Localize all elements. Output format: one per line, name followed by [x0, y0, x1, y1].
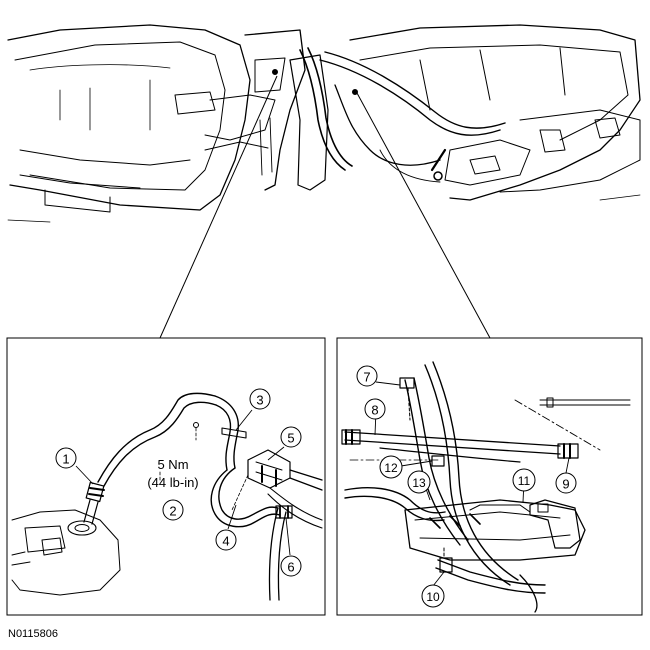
callout-4-label: 4	[222, 534, 229, 549]
callout-9-bubble	[555, 472, 577, 494]
callout-4-bubble	[215, 529, 237, 551]
callout-10-label: 10	[426, 590, 440, 604]
left-callout-leaders	[75, 409, 291, 556]
callout-6-bubble	[280, 555, 302, 577]
callout-6-label: 6	[287, 560, 294, 575]
callout-13-label: 13	[412, 476, 426, 490]
right-detail-panel	[336, 337, 643, 616]
callout-12-label: 12	[384, 461, 398, 475]
callout-2-bubble	[162, 499, 184, 521]
callout-8-label: 8	[371, 403, 378, 418]
callout-7-label: 7	[363, 370, 370, 385]
callout-8-bubble	[364, 398, 386, 420]
right-callout-leaders	[374, 381, 570, 587]
vehicle-underbody-overview	[7, 24, 641, 223]
left-detail-panel	[6, 337, 326, 616]
callout-10-bubble	[421, 584, 445, 608]
callout-5-bubble	[280, 426, 302, 448]
callout-5-label: 5	[287, 431, 294, 446]
detail-leader-lines	[159, 75, 491, 339]
callout-2-label: 2	[169, 504, 176, 519]
callout-3-bubble	[249, 388, 271, 410]
right-detail-illustration	[341, 361, 631, 613]
callout-7-bubble	[356, 365, 378, 387]
callout-1-bubble	[55, 447, 77, 469]
callout-13-bubble	[407, 470, 431, 494]
figure-id: N0115806	[8, 628, 58, 640]
callout-12-bubble	[379, 455, 403, 479]
torque-spec-nm: 5 Nm	[157, 457, 188, 472]
callout-3-label: 3	[256, 393, 263, 408]
callout-1-label: 1	[62, 452, 69, 467]
callout-9-label: 9	[562, 477, 569, 492]
callout-11-bubble	[512, 468, 536, 492]
left-detail-illustration	[11, 392, 323, 601]
torque-spec-lbin: (44 lb-in)	[147, 475, 198, 490]
callout-11-label: 11	[518, 474, 531, 488]
